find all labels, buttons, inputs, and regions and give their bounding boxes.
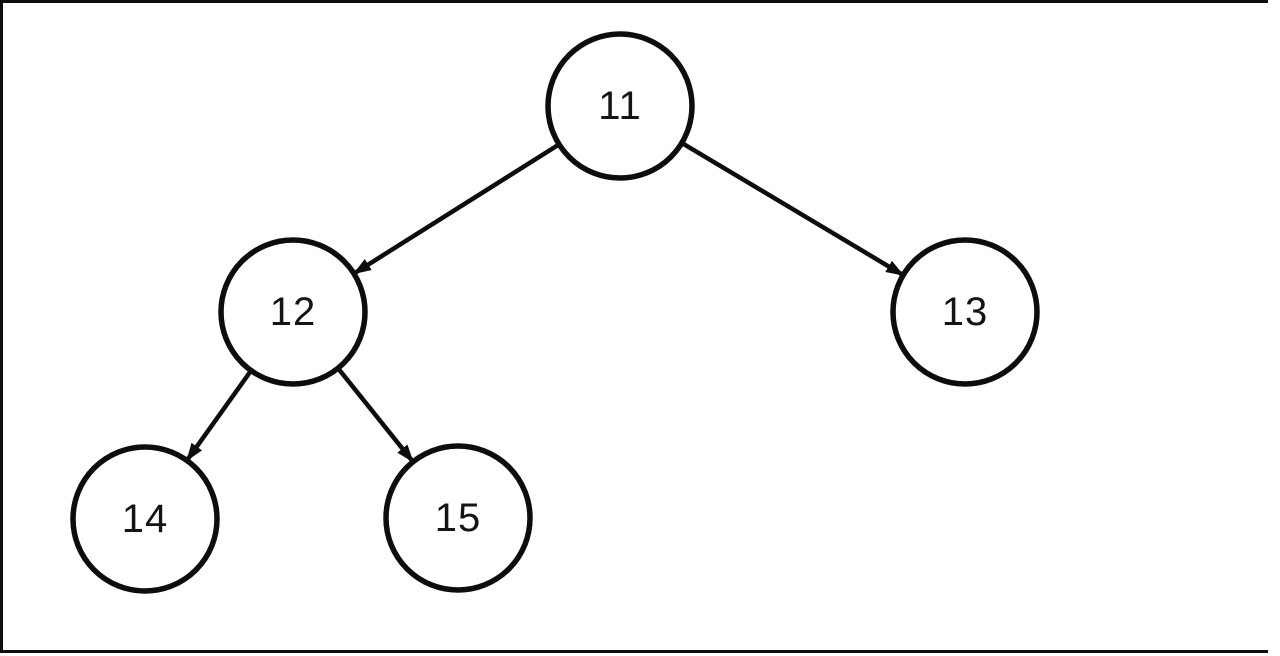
node-circle — [218, 237, 368, 387]
node-label: 14 — [122, 497, 169, 541]
edge-n11-n12 — [352, 142, 561, 276]
node-label: 11 — [598, 84, 642, 128]
node-label: 15 — [435, 496, 482, 540]
node-label: 12 — [270, 290, 317, 334]
node-circle — [383, 443, 533, 593]
edge-n12-n14 — [185, 369, 253, 462]
edge-n12-n15 — [336, 366, 415, 464]
node-circle — [70, 444, 220, 594]
tree-node-13: 13 — [890, 237, 1040, 387]
tree-node-14: 14 — [70, 444, 220, 594]
edge-n11-n13 — [680, 140, 905, 278]
tree-node-12: 12 — [218, 237, 368, 387]
node-label: 13 — [942, 290, 989, 334]
node-circle — [890, 237, 1040, 387]
node-circle — [545, 31, 695, 181]
tree-node-15: 15 — [383, 443, 533, 593]
nodes-layer: 11 12 13 14 15 — [70, 31, 1040, 594]
edges-layer — [185, 140, 905, 464]
tree-node-11: 11 — [545, 31, 695, 181]
